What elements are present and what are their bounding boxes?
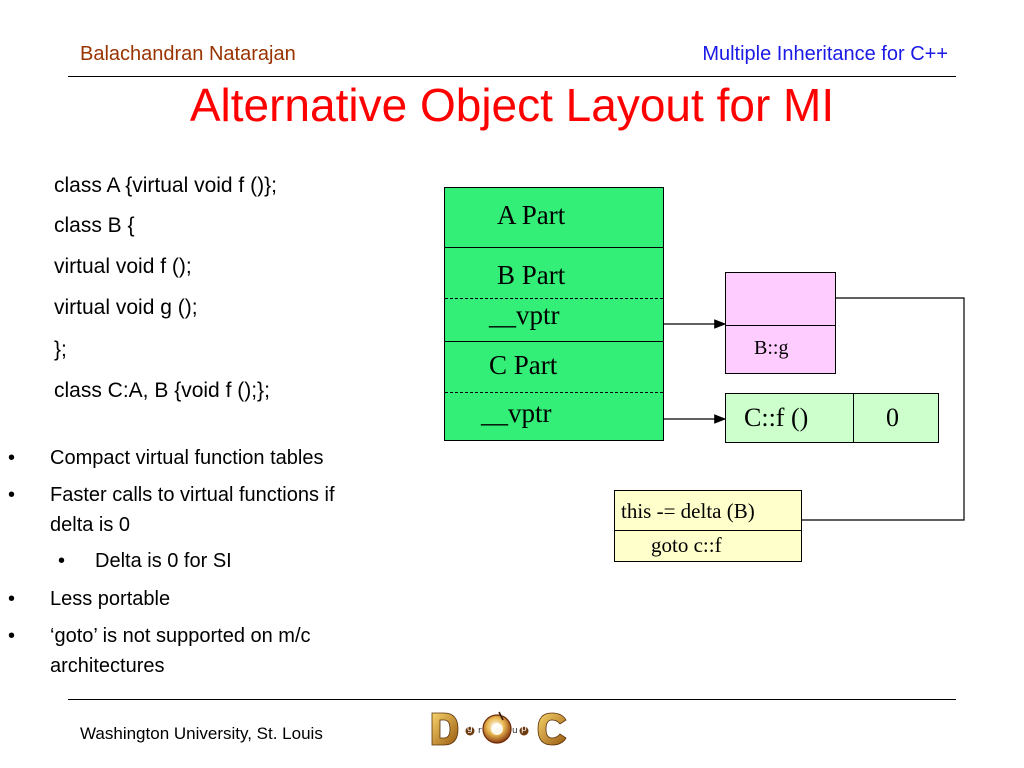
c-vtable-delta: 0 (886, 403, 899, 432)
footer-divider (68, 699, 956, 700)
logo-letter: u (512, 726, 518, 736)
b-vtable-entry: B::g (754, 337, 789, 359)
c-vptr-label: __vptr (481, 398, 552, 428)
bullet-marker: • (8, 625, 16, 647)
b-vptr-label: __vptr (489, 300, 560, 330)
b-part-label: B Part (497, 260, 566, 290)
slide-title: Alternative Object Layout for MI (189, 79, 835, 131)
c-vtable: C::f () 0 (725, 393, 939, 443)
vtable-divider (726, 325, 835, 326)
doc-group-logo: g r u p (430, 708, 570, 750)
code-line: class C:A, B {void f ();}; (54, 379, 270, 402)
bullet-text: Delta is 0 for SI (95, 550, 232, 572)
bullet-text: architectures (50, 655, 165, 677)
bullet-text: Faster calls to virtual functions if (50, 484, 335, 506)
b-vtable: B::g (725, 272, 836, 374)
thunk-line-1: this -= delta (B) (621, 499, 755, 523)
code-line: }; (54, 338, 67, 361)
thunk-line-2: goto c::f (651, 533, 722, 557)
logo-letter: g (467, 724, 473, 734)
code-line: virtual void f (); (54, 255, 192, 278)
segment-divider (445, 341, 663, 342)
institution-name: Washington University, St. Louis (80, 724, 323, 743)
bullet-text: Less portable (50, 588, 171, 610)
bullet-marker: • (58, 550, 66, 572)
code-line: class B { (54, 214, 135, 237)
vtable-divider (853, 394, 854, 442)
logo-letter: r (478, 726, 482, 736)
code-line: class A {virtual void f ()}; (54, 174, 277, 197)
code-line: virtual void g (); (54, 296, 198, 319)
c-vtable-func: C::f () (744, 403, 809, 432)
segment-divider (445, 298, 663, 299)
a-part-label: A Part (497, 200, 566, 230)
bullet-marker: • (8, 588, 16, 610)
author-name: Balachandran Natarajan (80, 43, 296, 65)
bullet-text: delta is 0 (50, 514, 131, 536)
bullet-text: ‘goto’ is not supported on m/c (50, 625, 311, 647)
course-title: Multiple Inheritance for C++ (702, 43, 948, 65)
doc-logo-icon (431, 711, 567, 746)
bg-to-thunk-line (802, 297, 965, 521)
segment-divider (445, 247, 663, 248)
bullet-marker: • (8, 447, 16, 469)
object-layout-box: A Part B Part __vptr C Part __vptr (444, 187, 664, 441)
header-divider (68, 76, 956, 77)
logo-letter: p (521, 724, 527, 734)
bullet-text: Compact virtual function tables (50, 447, 324, 469)
thunk-divider (615, 530, 801, 531)
thunk-box: this -= delta (B) goto c::f (614, 490, 802, 562)
c-part-label: C Part (489, 350, 558, 380)
segment-divider (445, 392, 663, 393)
bullet-marker: • (8, 484, 16, 506)
